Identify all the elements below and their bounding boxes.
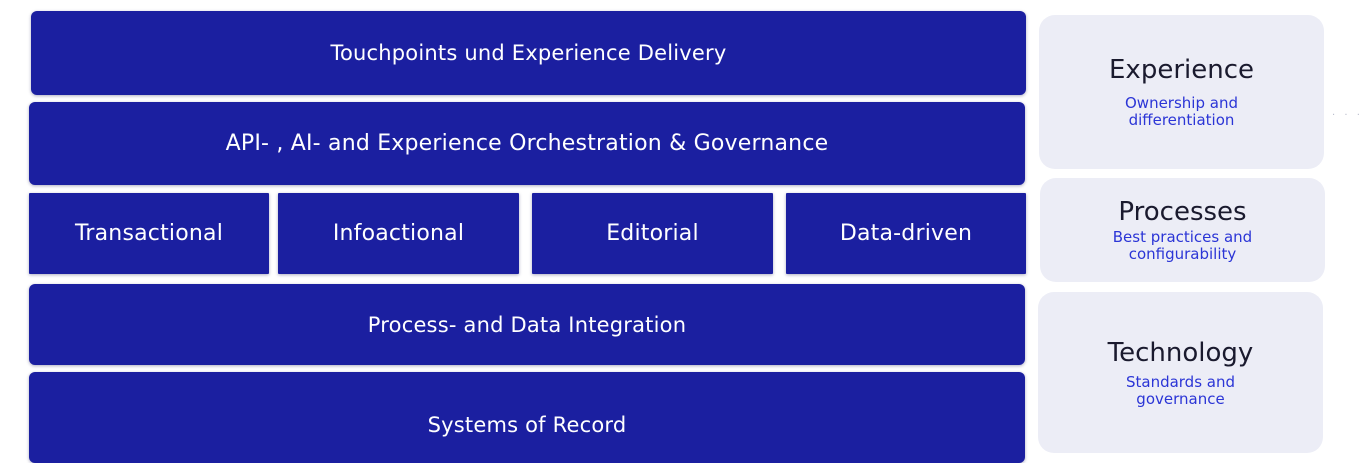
type-label: Transactional (74, 221, 224, 246)
layer-orchestration-label: API- , AI- and Experience Orchestration … (225, 131, 829, 156)
decorative-dots: · · · (1332, 110, 1363, 121)
layer-integration-label: Process- and Data Integration (367, 312, 687, 337)
pillar-title: Processes (1118, 197, 1247, 227)
type-label: Editorial (606, 221, 699, 246)
layer-type-infoactional: Infoactional (278, 193, 519, 274)
pillar-experience: Experience Ownership and differentiation (1039, 15, 1324, 169)
type-label: Infoactional (332, 221, 465, 246)
pillar-subtitle: Standards and governance (1125, 372, 1236, 408)
layer-touchpoints-label: Touchpoints und Experience Delivery (330, 41, 727, 65)
pillar-subtitle: Best practices and configurability (1112, 228, 1253, 263)
layer-type-transactional: Transactional (29, 193, 269, 274)
layer-integration: Process- and Data Integration (29, 284, 1025, 365)
type-label: Data-driven (839, 221, 973, 246)
layer-type-data-driven: Data-driven (786, 193, 1026, 274)
layer-orchestration: API- , AI- and Experience Orchestration … (29, 102, 1025, 185)
pillar-title: Technology (1107, 337, 1254, 368)
pillar-title: Experience (1109, 55, 1254, 85)
layer-systems-of-record: Systems of Record (29, 372, 1025, 463)
layer-touchpoints: Touchpoints und Experience Delivery (31, 11, 1026, 95)
pillar-processes: Processes Best practices and configurabi… (1040, 178, 1325, 282)
pillar-technology: Technology Standards and governance (1038, 292, 1323, 453)
pillar-subtitle: Ownership and differentiation (1125, 94, 1238, 129)
layer-records-label: Systems of Record (427, 412, 627, 437)
layer-type-editorial: Editorial (532, 193, 773, 274)
